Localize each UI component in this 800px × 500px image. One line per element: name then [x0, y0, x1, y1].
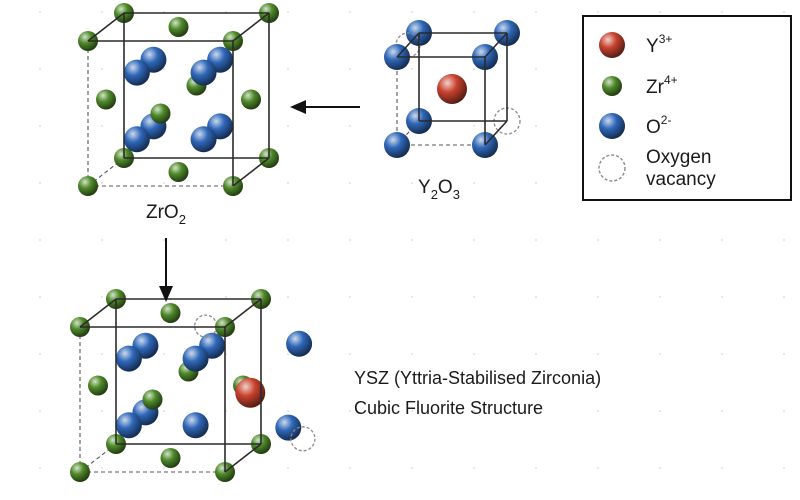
dashed-circle-icon — [598, 154, 626, 182]
green-sphere-icon — [150, 103, 171, 124]
green-sphere-icon — [160, 303, 181, 323]
green-sphere-icon — [160, 448, 181, 468]
cube-edge — [224, 443, 262, 473]
legend-oxygen-charge: 2- — [661, 113, 672, 127]
blue-sphere-icon — [275, 414, 302, 441]
legend-yttrium-charge: 3+ — [659, 32, 673, 46]
ysz-atoms — [70, 289, 316, 482]
blue-sphere-icon — [182, 412, 209, 439]
cube-edge — [224, 298, 262, 328]
red-sphere-icon — [235, 377, 266, 408]
y2o3-label: Y2O3 — [418, 177, 460, 202]
red-sphere-icon — [437, 74, 467, 104]
legend-zirconium-charge: 4+ — [664, 73, 678, 87]
blue-sphere-icon — [115, 345, 142, 372]
green-sphere-icon — [168, 17, 189, 37]
legend-item-yttrium: Y3+ — [599, 32, 672, 58]
ysz-unit-cell — [70, 289, 316, 482]
green-sphere-icon — [78, 176, 98, 196]
blue-sphere-icon — [182, 345, 209, 372]
ysz-caption-title: YSZ (Yttria-Stabilised Zirconia) — [354, 368, 601, 388]
cube-edge — [396, 32, 420, 58]
arrow-icon — [290, 100, 360, 114]
background-dot-grid — [39, 11, 785, 469]
cube-edge — [484, 120, 508, 146]
zro2-label: ZrO2 — [146, 202, 186, 227]
blue-sphere-icon — [115, 412, 142, 439]
zro2-atoms — [78, 3, 279, 196]
blue-sphere-icon — [123, 126, 150, 153]
legend-item-zirconium: Zr4+ — [602, 73, 678, 98]
green-sphere-icon — [96, 89, 116, 110]
legend-yttrium-symbol: Y — [646, 36, 659, 57]
legend-vacancy-line1: Oxygen — [646, 147, 711, 168]
dashed-circle-icon — [290, 426, 316, 452]
svg-text:Y3+: Y3+ — [646, 32, 672, 57]
green-sphere-icon — [602, 76, 622, 96]
svg-text:Zr4+: Zr4+ — [646, 73, 678, 98]
green-sphere-icon — [142, 389, 163, 410]
blue-sphere-icon — [190, 59, 217, 86]
zro2-unit-cell — [78, 3, 279, 196]
legend-item-vacancy: Oxygen vacancy — [598, 147, 716, 190]
ysz-caption-subtitle: Cubic Fluorite Structure — [354, 398, 543, 418]
legend-item-oxygen: O2- — [599, 113, 671, 139]
blue-sphere-icon — [384, 132, 410, 158]
zro2-front-edges — [87, 12, 270, 187]
cube-edge — [232, 12, 270, 42]
blue-sphere-icon — [599, 113, 625, 139]
legend-zirconium-symbol: Zr — [646, 77, 665, 98]
cube-edge — [79, 298, 117, 328]
blue-sphere-icon — [123, 59, 150, 86]
hidden-cube-edge — [396, 120, 420, 146]
blue-sphere-icon — [286, 330, 313, 357]
y2o3-hidden-edges — [396, 57, 485, 146]
cube-edge — [87, 12, 125, 42]
legend-oxygen-symbol: O — [646, 117, 661, 138]
y2o3-unit-cell — [384, 20, 521, 158]
green-sphere-icon — [88, 375, 108, 396]
cube-edge — [232, 157, 270, 187]
ysz-front-edges — [79, 298, 262, 473]
y2o3-front-edges — [396, 32, 508, 146]
legend-vacancy-line2: vacancy — [646, 169, 716, 190]
svg-text:O2-: O2- — [646, 113, 671, 138]
green-sphere-icon — [70, 462, 90, 482]
arrow-icon — [159, 238, 173, 302]
green-sphere-icon — [168, 162, 189, 182]
red-sphere-icon — [599, 32, 625, 58]
green-sphere-icon — [241, 89, 261, 110]
blue-sphere-icon — [190, 126, 217, 153]
cube-edge — [484, 32, 508, 58]
legend: Y3+ Zr4+ O2- Oxygen vacancy — [582, 15, 792, 201]
